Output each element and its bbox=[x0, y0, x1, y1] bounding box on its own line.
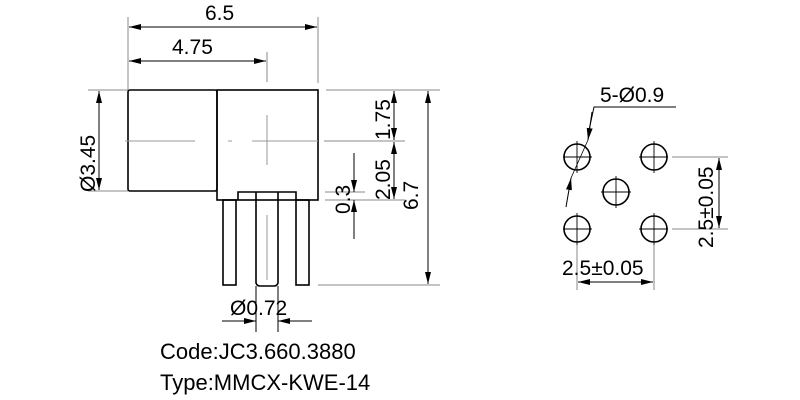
side-view: Ø3.45 1.75 2.05 0.3 6.7 bbox=[77, 2, 440, 332]
dim-text-0-3: 0.3 bbox=[332, 185, 355, 214]
pin-center bbox=[255, 192, 279, 287]
dim-text-0-72: Ø0.72 bbox=[230, 297, 287, 320]
dim-text-3-45: Ø3.45 bbox=[77, 135, 100, 192]
base-step bbox=[237, 191, 297, 200]
pin-right bbox=[295, 199, 310, 286]
dim-text-5-holes: 5-Ø0.9 bbox=[600, 84, 664, 107]
dim-text-horizontal-pitch: 2.5±0.05 bbox=[562, 257, 644, 280]
dim-text-vertical-pitch: 2.5±0.05 bbox=[695, 166, 718, 248]
dim-text-4-75: 4.75 bbox=[172, 36, 213, 59]
caption-code: Code:JC3.660.3880 bbox=[160, 339, 356, 364]
housing-body bbox=[216, 89, 319, 201]
dim-text-6-7: 6.7 bbox=[400, 181, 423, 210]
pin-left bbox=[222, 199, 237, 286]
dim-text-6-5: 6.5 bbox=[205, 2, 234, 25]
caption-type: Type:MMCX-KWE-14 bbox=[160, 370, 371, 395]
dim-text-2-05: 2.05 bbox=[372, 159, 395, 200]
dim-text-1-75: 1.75 bbox=[372, 99, 395, 140]
footprint-view: 5-Ø0.9 2.5±0.05 2.5±0.05 bbox=[562, 84, 728, 290]
center-lines bbox=[125, 115, 318, 280]
